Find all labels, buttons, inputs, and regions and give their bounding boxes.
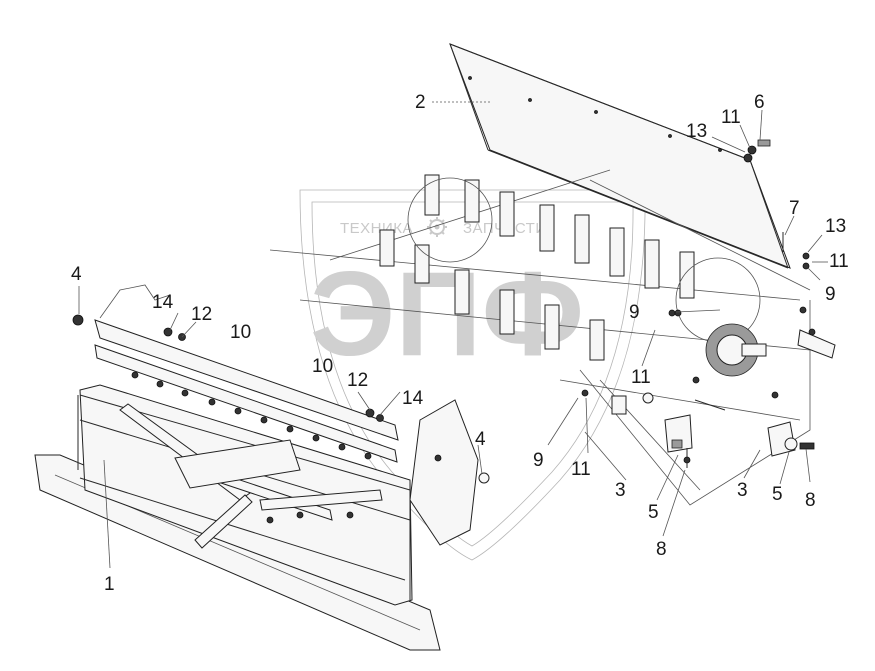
callout-5: 5 [648, 502, 659, 523]
callout-9: 9 [629, 302, 640, 323]
callout-13: 13 [825, 216, 846, 237]
callout-1: 1 [104, 574, 115, 595]
callout-2: 2 [415, 92, 426, 113]
callout-labels: 1 2 3 3 4 4 5 5 6 7 8 8 9 9 9 10 10 11 1… [71, 92, 849, 595]
callout-8: 8 [656, 539, 667, 560]
callout-9: 9 [825, 284, 836, 305]
gear-icon [427, 217, 447, 237]
watermark-text-left: ТЕХНИКА [340, 220, 413, 237]
callout-7: 7 [789, 198, 800, 219]
watermark-logo: ЭПФ [310, 247, 584, 381]
callout-14: 14 [152, 292, 174, 313]
callout-9: 9 [533, 450, 544, 471]
callout-13: 13 [686, 121, 707, 142]
part-top-cover [449, 43, 791, 269]
callout-11: 11 [721, 107, 741, 128]
callout-10: 10 [312, 356, 333, 377]
flail-blades [379, 174, 695, 361]
part-front-guard [34, 284, 479, 651]
callout-8: 8 [805, 490, 816, 511]
part-main-housing [269, 169, 836, 506]
callout-4: 4 [71, 264, 82, 285]
leader-lines [78, 101, 828, 569]
callout-4: 4 [475, 429, 486, 450]
callout-6: 6 [754, 92, 765, 113]
callout-5: 5 [772, 484, 783, 505]
callout-14: 14 [402, 388, 424, 409]
callout-3: 3 [737, 480, 748, 501]
callout-12: 12 [191, 304, 212, 325]
callout-12: 12 [347, 370, 368, 391]
rotor-hub [705, 323, 767, 377]
top-right-hardware [581, 139, 810, 397]
callout-11: 11 [571, 459, 591, 480]
callout-3: 3 [615, 480, 626, 501]
left-hardware [72, 314, 490, 484]
callout-11: 11 [631, 367, 651, 388]
callout-11: 11 [829, 251, 849, 272]
part-bracket-left [664, 414, 693, 468]
part-bracket-right [767, 421, 815, 457]
callout-10: 10 [230, 322, 251, 343]
watermark: ТЕХНИКА ЗАПЧАСТИ ЭПФ [299, 189, 646, 561]
watermark-shield [299, 189, 646, 561]
